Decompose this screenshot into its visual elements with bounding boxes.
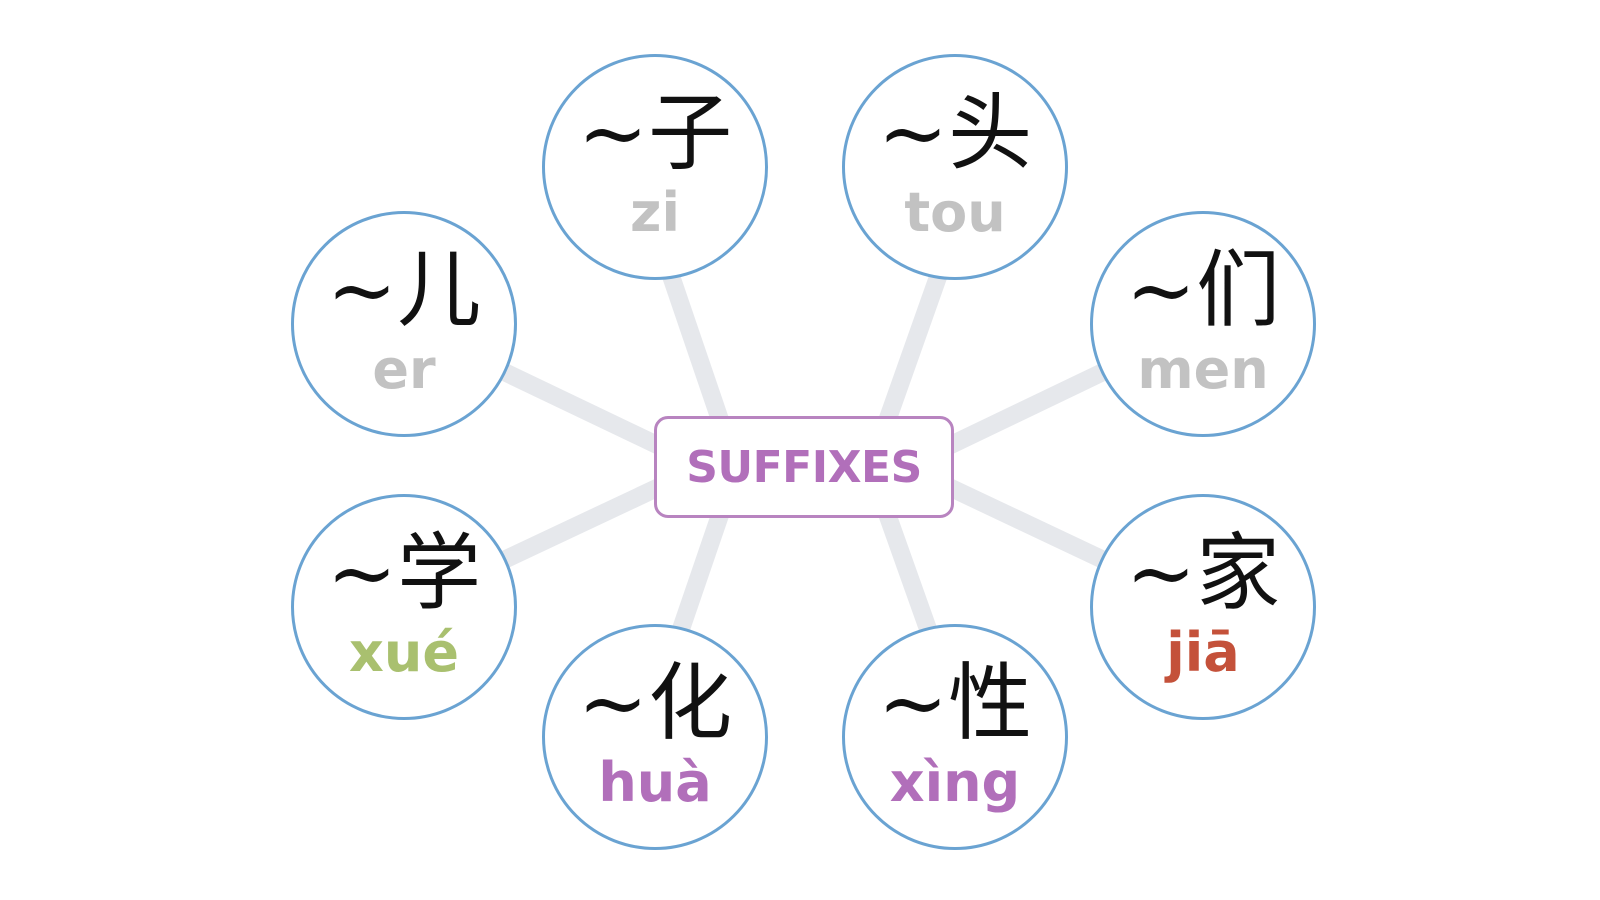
center-node: SUFFIXES bbox=[654, 416, 954, 518]
suffix-hanzi: ~性 bbox=[877, 654, 1033, 752]
suffix-node-xue: ~学 xué bbox=[291, 494, 517, 720]
suffix-pinyin: tou bbox=[904, 181, 1006, 244]
suffix-pinyin: men bbox=[1137, 338, 1269, 401]
suffix-pinyin: xìng bbox=[889, 751, 1021, 814]
suffix-pinyin: jiā bbox=[1166, 621, 1240, 684]
suffix-pinyin: zi bbox=[630, 181, 680, 244]
suffix-node-jia: ~家 jiā bbox=[1090, 494, 1316, 720]
suffix-node-zi: ~子 zi bbox=[542, 54, 768, 280]
suffix-node-men: ~们 men bbox=[1090, 211, 1316, 437]
suffix-pinyin: er bbox=[372, 338, 436, 401]
suffix-hanzi: ~家 bbox=[1125, 524, 1281, 622]
center-label: SUFFIXES bbox=[686, 441, 922, 493]
suffix-pinyin: huà bbox=[598, 751, 712, 814]
suffix-hanzi: ~们 bbox=[1125, 241, 1281, 339]
suffix-node-xing: ~性 xìng bbox=[842, 624, 1068, 850]
suffix-node-tou: ~头 tou bbox=[842, 54, 1068, 280]
suffix-node-hua: ~化 huà bbox=[542, 624, 768, 850]
suffix-hanzi: ~学 bbox=[326, 524, 482, 622]
suffix-pinyin: xué bbox=[349, 621, 459, 684]
suffix-node-er: ~儿 er bbox=[291, 211, 517, 437]
suffix-hanzi: ~子 bbox=[577, 84, 733, 182]
suffix-hanzi: ~头 bbox=[877, 84, 1033, 182]
suffix-hanzi: ~儿 bbox=[326, 241, 482, 339]
suffix-hanzi: ~化 bbox=[577, 654, 733, 752]
